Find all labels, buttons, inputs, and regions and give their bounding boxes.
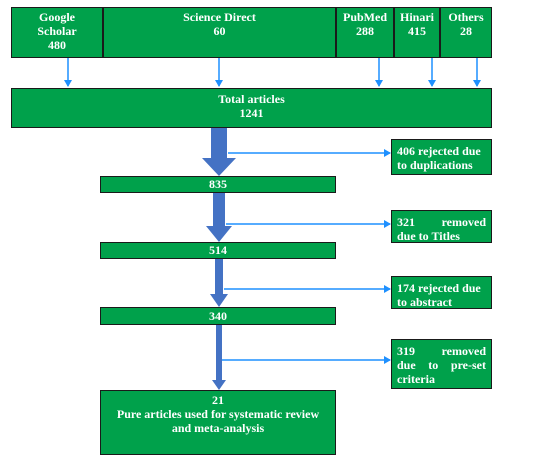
total-count: 1241 bbox=[239, 106, 264, 120]
source-name: Others bbox=[448, 10, 484, 24]
exclusion-text: due to Titles bbox=[397, 229, 460, 243]
stage-count: 340 bbox=[209, 309, 227, 323]
stage-box-after-duplicates: 835 bbox=[100, 176, 336, 193]
exclusion-box-abstract: 174 rejected due to abstract bbox=[391, 276, 492, 309]
source-count: 288 bbox=[356, 24, 374, 38]
exclusion-text: 319 removed bbox=[397, 344, 486, 358]
stage-count: 835 bbox=[209, 177, 227, 191]
source-name: Scholar bbox=[37, 24, 77, 38]
exclusion-text: to abstract bbox=[397, 295, 452, 309]
final-description: and meta-analysis bbox=[171, 421, 265, 435]
stage-box-after-titles: 514 bbox=[100, 242, 336, 259]
exclusion-text: 321 removed bbox=[397, 215, 486, 229]
exclusion-box-criteria: 319 removed due to pre-set criteria bbox=[391, 339, 492, 389]
exclusion-text: due to pre-set bbox=[397, 358, 486, 372]
source-name: Hinari bbox=[399, 10, 434, 24]
exclusion-box-duplications: 406 rejected due to duplications bbox=[391, 139, 492, 175]
exclusion-text: 406 rejected due bbox=[397, 144, 481, 158]
source-name: Google bbox=[39, 10, 75, 24]
final-count: 21 bbox=[212, 393, 224, 407]
main-arrow-3 bbox=[210, 259, 228, 307]
exclusion-text: to duplications bbox=[397, 158, 473, 172]
source-pubmed: PubMed 288 bbox=[336, 7, 394, 58]
source-count: 415 bbox=[408, 24, 426, 38]
source-science-direct: Science Direct 60 bbox=[103, 7, 336, 58]
main-arrow-2 bbox=[206, 193, 232, 242]
total-articles-box: Total articles 1241 bbox=[11, 88, 492, 128]
total-label: Total articles bbox=[218, 92, 285, 106]
source-google-scholar: Google Scholar 480 bbox=[11, 7, 103, 58]
source-others: Others 28 bbox=[440, 7, 492, 58]
exclusion-text: criteria bbox=[397, 372, 435, 386]
source-hinari: Hinari 415 bbox=[394, 7, 440, 58]
source-name: PubMed bbox=[342, 10, 387, 24]
main-arrow-4 bbox=[212, 325, 226, 390]
stage-count: 514 bbox=[209, 243, 227, 257]
exclusion-text: 174 rejected due bbox=[397, 281, 481, 295]
stage-box-after-abstract: 340 bbox=[100, 307, 336, 325]
source-count: 28 bbox=[460, 24, 472, 38]
exclusion-box-titles: 321 removed due to Titles bbox=[391, 210, 492, 243]
final-description: Pure articles used for systematic review bbox=[116, 407, 320, 421]
source-count: 480 bbox=[48, 38, 66, 52]
source-count: 60 bbox=[213, 24, 226, 38]
final-articles-box: 21 Pure articles used for systematic rev… bbox=[100, 390, 336, 455]
source-name: Science Direct bbox=[183, 10, 256, 24]
main-arrow-1 bbox=[202, 128, 236, 176]
